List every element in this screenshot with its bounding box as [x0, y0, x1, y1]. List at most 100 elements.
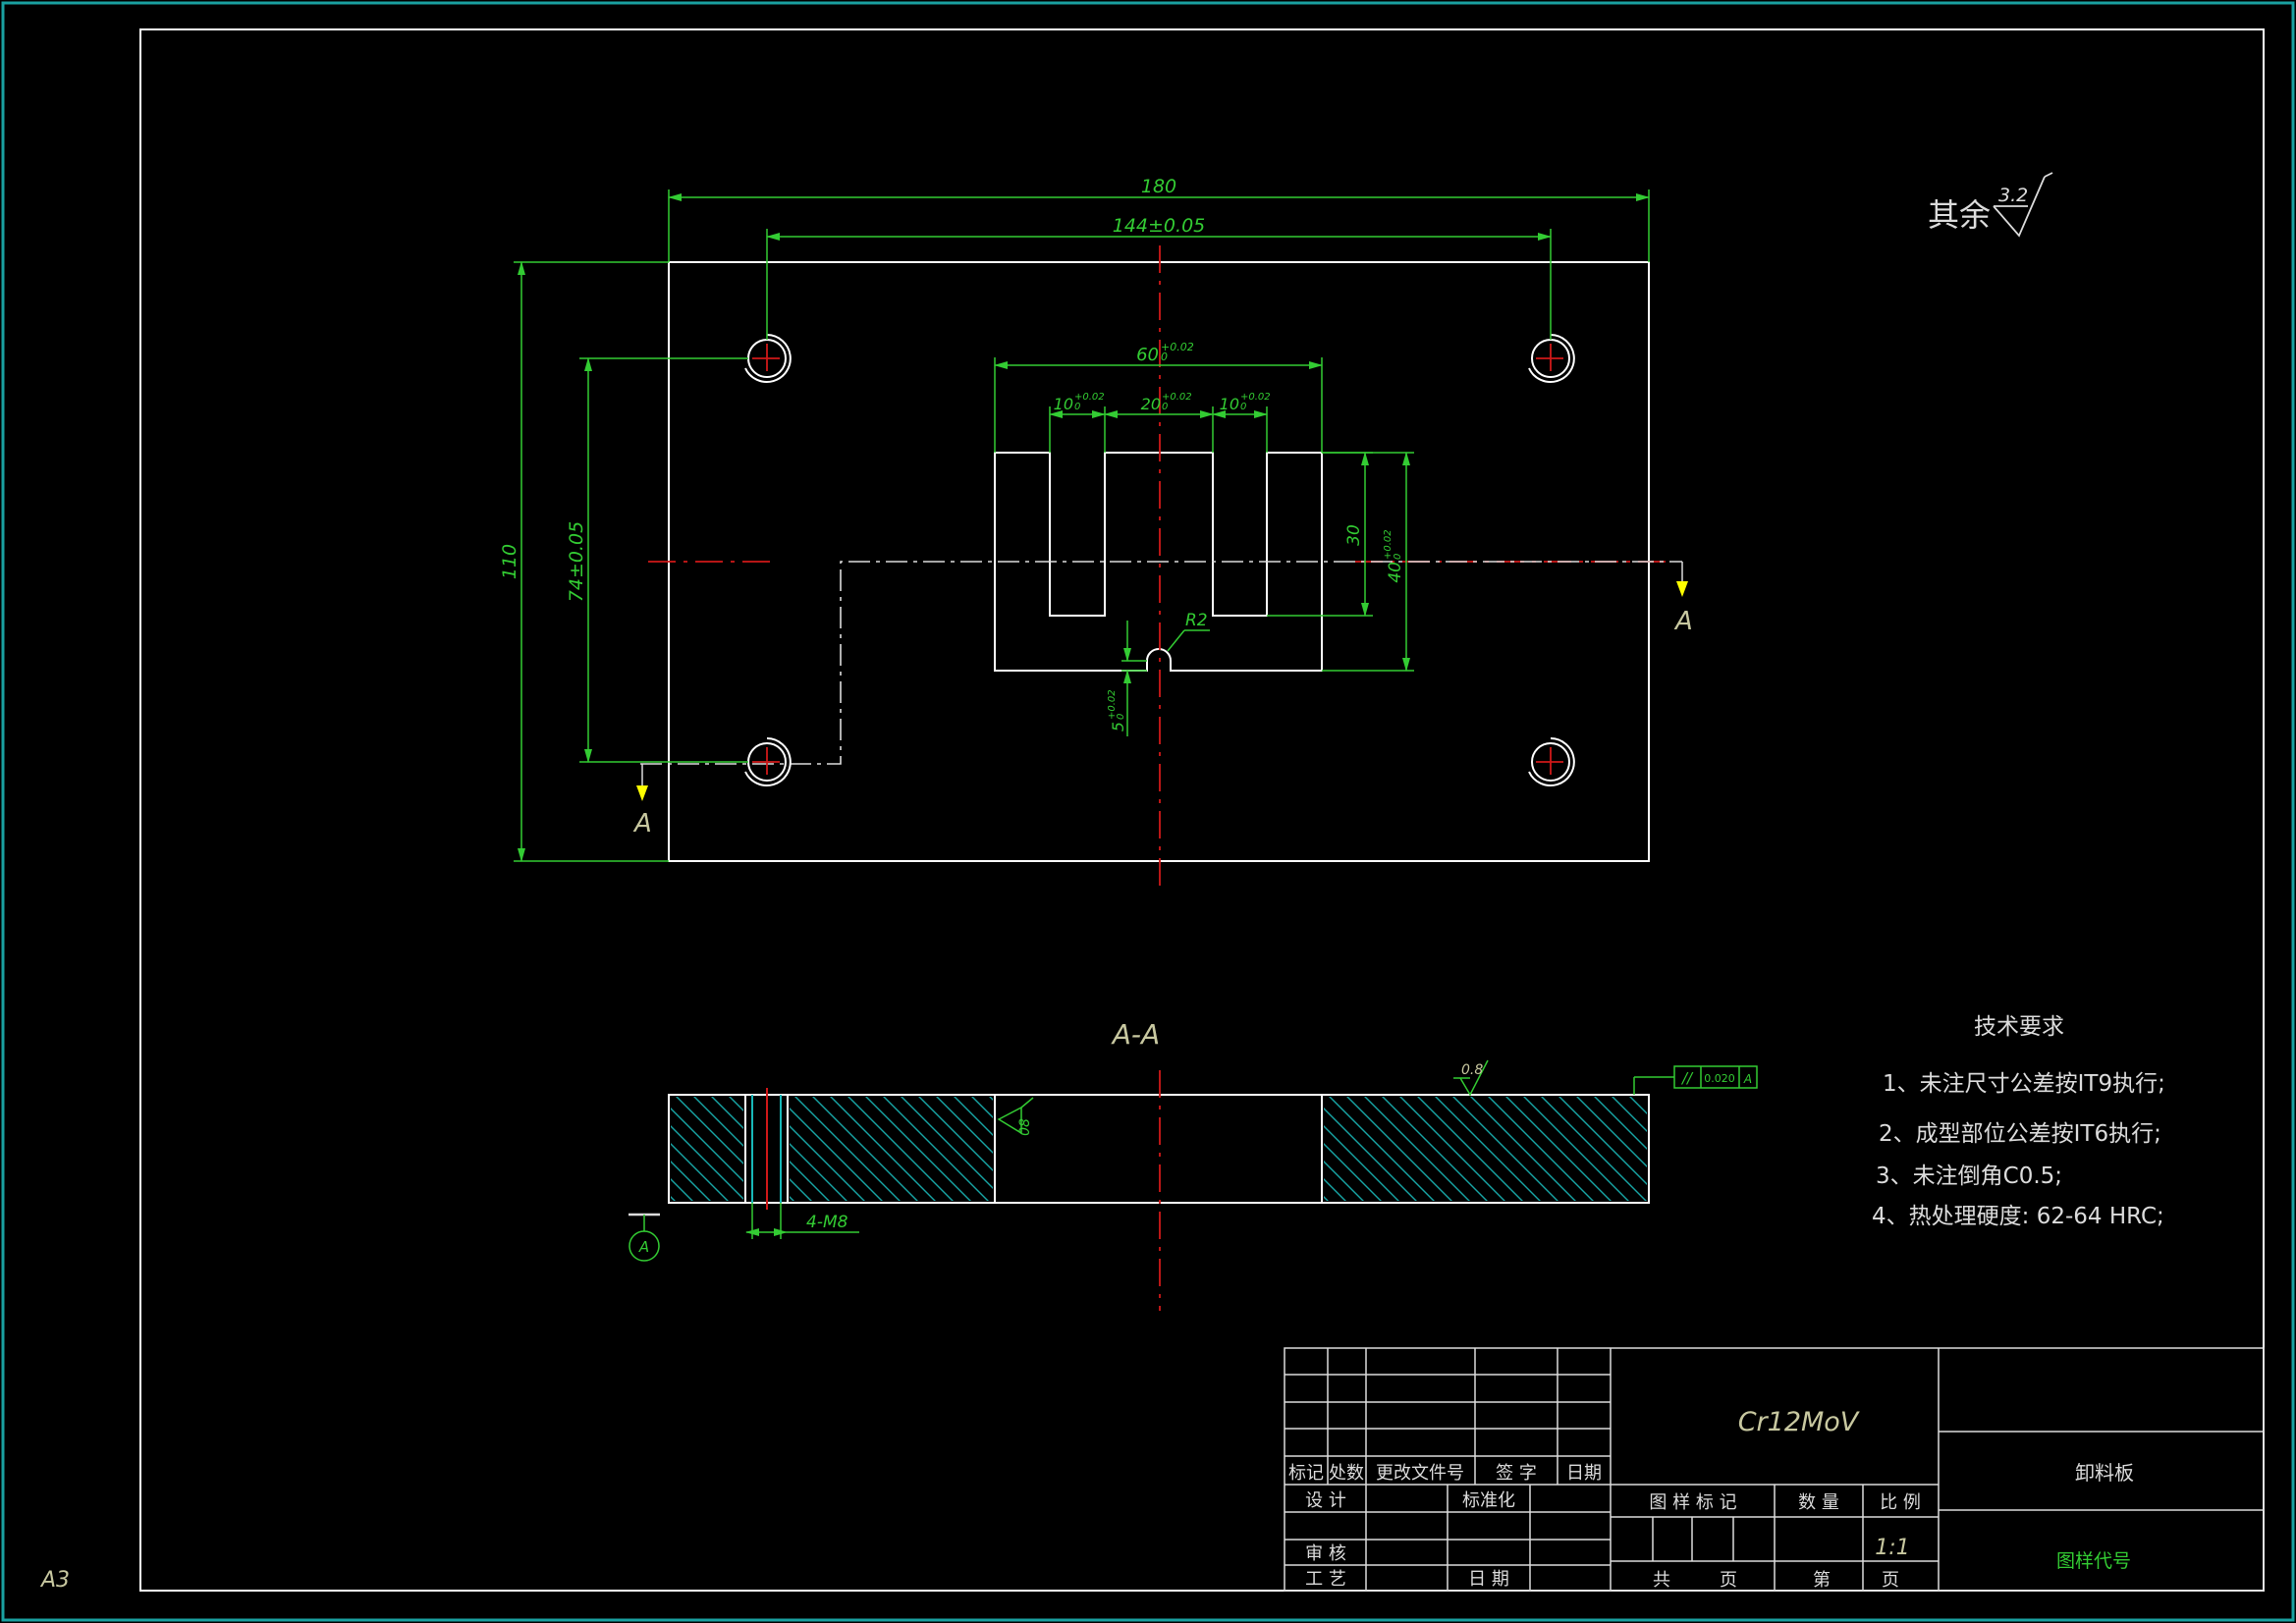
svg-text:其余: 其余	[1928, 196, 1991, 234]
rev-header: 处数	[1329, 1463, 1364, 1484]
hatch-line	[865, 1097, 971, 1201]
rest-roughness-note: 其余 3.2	[1928, 172, 2053, 238]
standardization-label: 标准化	[1462, 1490, 1515, 1511]
hatch-line	[1324, 1143, 1382, 1201]
quantity-label: 数 量	[1798, 1492, 1839, 1513]
hatch-line	[1576, 1097, 1647, 1167]
hatch-region	[790, 1097, 993, 1201]
total-label: 共	[1653, 1570, 1670, 1591]
hatch-line	[790, 1196, 794, 1201]
svg-text:0: 0	[1161, 351, 1168, 363]
hatch-line	[1523, 1097, 1629, 1201]
rev-header: 标记	[1288, 1463, 1324, 1484]
sheet-word: 页	[1720, 1570, 1737, 1591]
hatch-line	[533, 1095, 641, 1203]
hatch-line	[790, 1161, 830, 1201]
technical-requirements: 技术要求 1、未注尺寸公差按IT9执行; 2、成型部位公差按IT6执行; 3、未…	[1872, 1014, 2165, 1229]
hatch-line	[551, 1095, 659, 1203]
svg-text:0: 0	[1240, 402, 1246, 412]
section-cut-line	[640, 561, 1682, 765]
hatch-line	[1452, 1097, 1558, 1201]
hatch-line	[1399, 1097, 1505, 1201]
svg-text:20: 20	[1141, 395, 1161, 413]
svg-text:10: 10	[1220, 395, 1239, 413]
hatch-line	[1186, 1095, 1294, 1203]
dim-notch-depth: 5 +0.02 0	[1107, 621, 1147, 736]
part-name: 卸料板	[2075, 1461, 2134, 1485]
tech-req-item: 1、未注尺寸公差按IT9执行;	[1883, 1071, 2165, 1097]
scale-label: 比 例	[1880, 1492, 1921, 1513]
surface-roughness-symbol: 0.8	[1453, 1059, 1489, 1097]
tech-req-item: 3、未注倒角C0.5;	[1876, 1163, 2062, 1189]
svg-text:+0.02: +0.02	[1240, 392, 1271, 403]
review-label: 审 核	[1305, 1543, 1346, 1564]
hatch-line	[745, 1095, 853, 1203]
rev-header: 签 字	[1496, 1463, 1537, 1484]
thread-callout: 4-M8	[745, 1203, 859, 1239]
dim-notch-radius: R2	[1167, 611, 1210, 652]
hatch-line	[693, 1097, 743, 1147]
svg-text:30: 30	[1344, 524, 1364, 546]
hole-top-right	[1528, 334, 1575, 383]
date-label: 日 期	[1468, 1569, 1509, 1590]
dim-right-gap: 10 +0.02 0	[1212, 392, 1271, 453]
hatch-line	[1541, 1097, 1647, 1201]
slot-profile	[994, 452, 1323, 672]
svg-text:+0.02: +0.02	[1383, 529, 1394, 560]
hatch-line	[676, 1097, 743, 1164]
hatch-region	[533, 1095, 853, 1203]
hatch-line	[790, 1143, 847, 1201]
hatch-line	[711, 1097, 743, 1129]
dim-hole-pitch-x: 144±0.05	[766, 215, 1552, 340]
dim-left-gap: 10 +0.02 0	[1049, 392, 1106, 453]
rev-header: 日期	[1566, 1463, 1602, 1484]
datum-a-symbol: A	[629, 1213, 660, 1262]
hatch-line	[812, 1097, 918, 1201]
hole-top-left	[744, 334, 792, 383]
hatch-region	[1186, 1095, 1647, 1203]
hatch-line	[1324, 1178, 1346, 1201]
hatch-line	[671, 1178, 693, 1201]
tapped-hole-section	[744, 1088, 789, 1210]
svg-text:08: 08	[1017, 1118, 1033, 1136]
hatch-line	[1324, 1125, 1399, 1201]
hatch-line	[1594, 1097, 1647, 1150]
section-outline	[668, 1094, 1650, 1204]
page-word: 页	[1882, 1570, 1899, 1591]
parallelism-tolerance-frame: // 0.020 A	[1633, 1065, 1758, 1095]
hatch-line	[1364, 1097, 1470, 1201]
svg-text:+0.02: +0.02	[1074, 392, 1105, 403]
hatch-line	[671, 1161, 711, 1201]
hatch-line	[1324, 1196, 1329, 1201]
svg-text:144±0.05: 144±0.05	[1113, 215, 1206, 237]
svg-text:0: 0	[1116, 714, 1126, 720]
hatch-line	[1329, 1097, 1435, 1201]
hatch-line	[1382, 1097, 1488, 1201]
svg-text:A: A	[1743, 1072, 1752, 1086]
hatch-line	[671, 1196, 676, 1201]
hatch-line	[794, 1097, 901, 1201]
dim-slot-height: 40 +0.02 0	[1322, 452, 1414, 672]
section-title: A-A	[1111, 1018, 1160, 1051]
svg-text:74±0.05: 74±0.05	[566, 521, 587, 602]
section-arrow-right	[1676, 562, 1688, 597]
hatch-line	[1417, 1097, 1523, 1201]
svg-text:+0.02: +0.02	[1107, 689, 1118, 720]
svg-text:4-M8: 4-M8	[806, 1213, 848, 1232]
hatch-line	[847, 1097, 954, 1201]
hatch-line	[1324, 1108, 1417, 1201]
dim-width-overall: 180	[668, 176, 1650, 262]
hatch-line	[790, 1178, 812, 1201]
title-block: 标记 处数 更改文件号 签 字 日期 设 计 标准化 审 核 工 艺 日 期 C…	[1284, 1347, 2265, 1592]
svg-text:5: 5	[1109, 722, 1127, 731]
hatch-line	[918, 1097, 993, 1171]
section-view: A-A 4-M8 08	[533, 1018, 1758, 1311]
hatch-line	[1435, 1097, 1541, 1201]
hatch-line	[1612, 1097, 1647, 1132]
process-label: 工 艺	[1305, 1569, 1346, 1590]
svg-text:0: 0	[1393, 554, 1403, 560]
tech-req-item: 2、成型部位公差按IT6执行;	[1879, 1121, 2161, 1147]
hatch-line	[989, 1097, 993, 1101]
hatch-line	[1204, 1095, 1312, 1203]
